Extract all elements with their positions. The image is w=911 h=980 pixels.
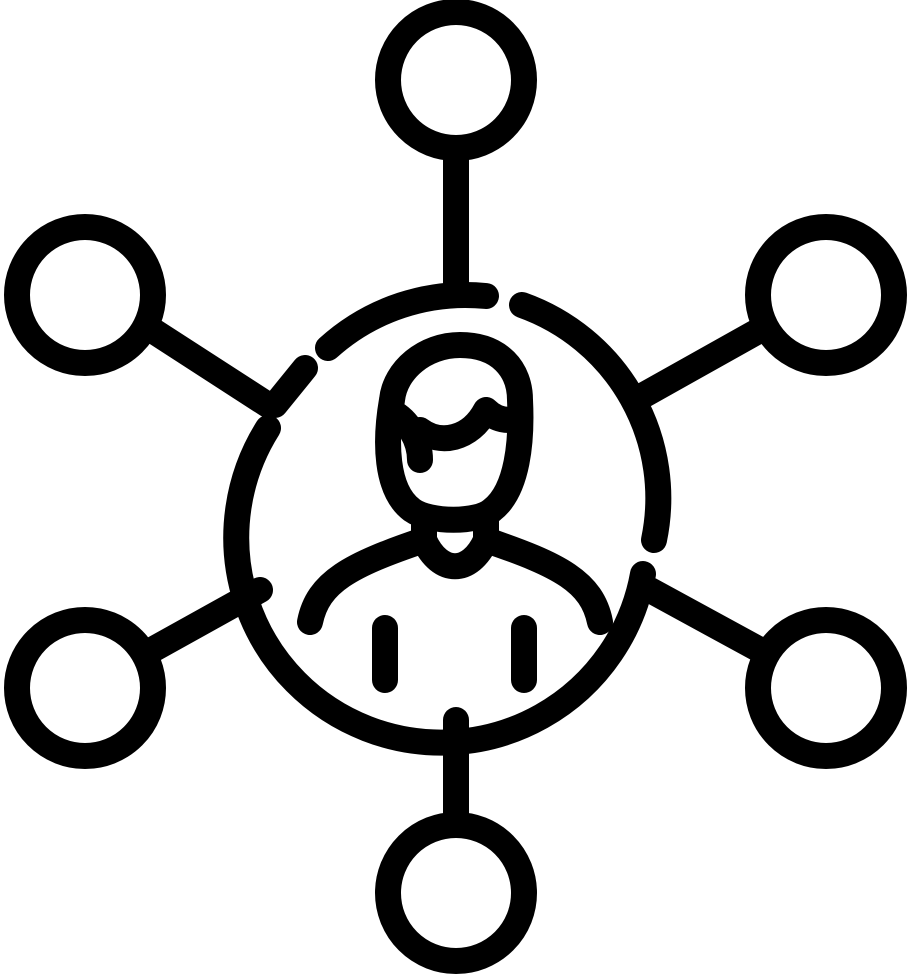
- node-bottom: [375, 812, 537, 974]
- user-figure-icon: [297, 332, 613, 693]
- user-hair: [379, 397, 533, 473]
- node-lower-left: [4, 607, 166, 769]
- node-lower-right: [745, 607, 907, 769]
- node-top: [375, 0, 537, 161]
- connector-lines: [139, 137, 773, 833]
- connector-upper-right: [631, 317, 773, 408]
- user-shoulders: [297, 527, 613, 635]
- connector-lower-right: [637, 577, 773, 663]
- connector-lower-left: [139, 577, 273, 663]
- outer-nodes: [4, 0, 907, 974]
- connector-upper-left: [139, 317, 281, 418]
- node-upper-left: [4, 214, 166, 376]
- node-upper-right: [745, 214, 907, 376]
